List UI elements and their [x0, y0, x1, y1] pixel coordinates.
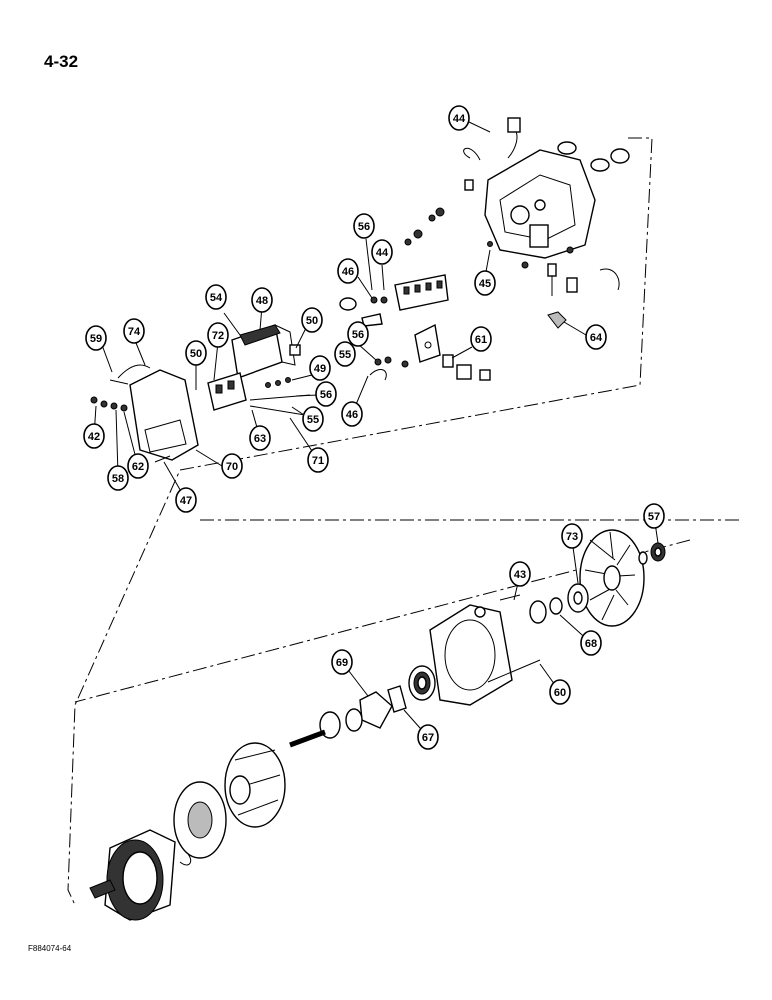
spacers: [529, 583, 589, 624]
callout-56: 56: [353, 213, 375, 239]
callout-50: 50: [301, 307, 323, 333]
callout-58: 58: [107, 465, 129, 491]
callout-61: 61: [470, 326, 492, 352]
callout-64: 64: [585, 324, 607, 350]
bearing: [387, 665, 436, 713]
callout-47: 47: [175, 487, 197, 513]
callout-label: 60: [554, 687, 566, 699]
callout-label: 61: [475, 334, 487, 346]
callout-45: 45: [474, 270, 496, 296]
stator-frame: [173, 781, 227, 866]
callout-label: 56: [358, 221, 370, 233]
callout-label: 73: [566, 531, 578, 543]
voltage-regulator: [231, 324, 301, 379]
callout-label: 46: [342, 266, 354, 278]
callout-70: 70: [221, 453, 243, 479]
callout-label: 68: [585, 638, 597, 650]
callout-67: 67: [417, 724, 439, 750]
callout-54: 54: [205, 284, 227, 310]
callout-48: 48: [251, 287, 273, 313]
stator-windings: [89, 829, 176, 921]
callout-55: 55: [302, 406, 324, 432]
end-cover: [109, 364, 199, 461]
callout-43: 43: [509, 561, 531, 587]
callout-label: 56: [320, 389, 332, 401]
page-number: 4-32: [44, 52, 79, 71]
callout-49: 49: [309, 355, 331, 381]
brush-holder: [369, 323, 491, 381]
callout-69: 69: [331, 649, 353, 675]
terminal-hardware: [404, 207, 574, 269]
callout-label: 43: [514, 569, 526, 581]
callout-63: 63: [249, 425, 271, 451]
callout-label: 49: [314, 363, 326, 375]
callout-55: 55: [334, 341, 356, 367]
rectifier-bridge: [394, 274, 449, 311]
callout-71: 71: [307, 447, 329, 473]
callout-62: 62: [127, 453, 149, 479]
stud-and-wire: [547, 263, 620, 329]
callout-56: 56: [347, 321, 369, 347]
callout-label: 44: [453, 113, 466, 125]
callout-72: 72: [207, 322, 229, 348]
cover-washers: [90, 396, 171, 463]
bolt-and-washer-group: [339, 296, 388, 327]
callout-label: 54: [210, 292, 223, 304]
callout-46: 46: [337, 258, 359, 284]
diode-trio: [207, 372, 311, 416]
slip-ring-end-frame: [484, 149, 596, 259]
callout-label: 62: [132, 461, 144, 473]
callout-73: 73: [561, 523, 583, 549]
callout-label: 67: [422, 732, 434, 744]
callout-label: 46: [346, 409, 358, 421]
callout-label: 42: [88, 431, 100, 443]
callout-label: 63: [254, 433, 266, 445]
callout-label: 45: [479, 278, 491, 290]
callout-68: 68: [580, 630, 602, 656]
pulley-nut: [638, 542, 666, 565]
callout-60: 60: [549, 679, 571, 705]
callout-label: 59: [90, 333, 102, 345]
callout-label: 58: [112, 473, 124, 485]
callout-label: 48: [256, 295, 268, 307]
callout-label: 50: [306, 315, 318, 327]
assembly-centerline: [67, 137, 740, 906]
rotor: [224, 729, 326, 828]
callout-46: 46: [341, 401, 363, 427]
callout-label: 64: [590, 332, 603, 344]
callout-57: 57: [643, 503, 665, 529]
callout-label: 50: [190, 348, 202, 360]
callout-50: 50: [185, 340, 207, 366]
retainer-plate: [319, 691, 393, 739]
callout-label: 72: [212, 330, 224, 342]
callout-label: 55: [307, 414, 319, 426]
callout-44: 44: [448, 105, 470, 131]
callout-label: 44: [376, 247, 389, 259]
callout-label: 56: [352, 329, 364, 341]
callout-label: 69: [336, 657, 348, 669]
callout-42: 42: [83, 423, 105, 449]
callout-59: 59: [85, 325, 107, 351]
callout-label: 57: [648, 511, 660, 523]
callout-label: 70: [226, 461, 238, 473]
callout-label: 71: [312, 455, 324, 467]
callout-label: 74: [128, 326, 141, 338]
bushing-parts: [557, 141, 630, 172]
callout-56: 56: [315, 381, 337, 407]
cooling-fan: [579, 529, 645, 627]
terminal-lead: [463, 117, 521, 191]
callout-label: 55: [339, 349, 351, 361]
callout-label: 47: [180, 495, 192, 507]
figure-code: F884074-64: [28, 944, 72, 953]
callout-44: 44: [371, 239, 393, 265]
drive-end-frame: [429, 594, 541, 706]
callout-74: 74: [123, 318, 145, 344]
